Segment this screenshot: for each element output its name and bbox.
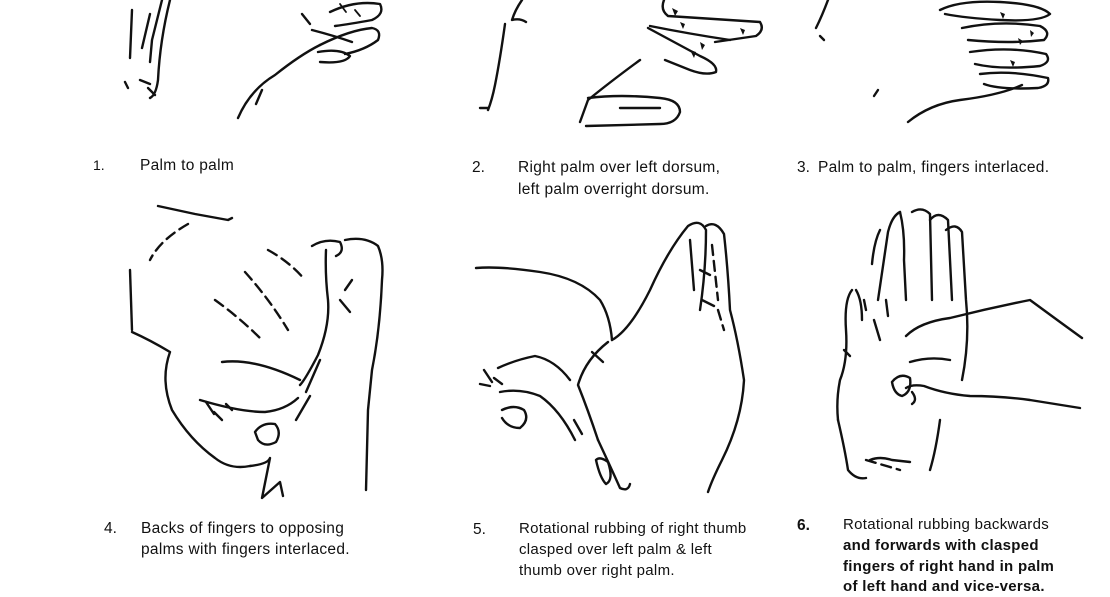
figure-1-palm-to-palm-illustration <box>123 0 383 120</box>
step-2-number: 2. <box>472 159 485 176</box>
step-4-text-line-1: Backs of fingers to opposing <box>141 520 345 537</box>
step-6-number: 6. <box>797 517 810 534</box>
step-6-text-line-3: fingers of right hand in palm <box>843 558 1055 575</box>
step-2-text-line-2: left palm overright dorsum. <box>518 181 710 198</box>
step-5-text-line-1: Rotational rubbing of right thumb <box>519 520 747 537</box>
step-2-text-line-1: Right palm over left dorsum, <box>518 159 721 176</box>
step-3-text-line-1: Palm to palm, fingers interlaced. <box>818 159 1050 176</box>
step-6-text-line-4: of left hand and vice-versa. <box>843 578 1045 595</box>
step-5-text-line-2: clasped over left palm & left <box>519 541 712 558</box>
step-1-number: 1. <box>93 157 105 173</box>
figure-5-rotational-thumb-illustration <box>474 221 746 494</box>
figure-3-fingers-interlaced-illustration <box>814 0 1052 124</box>
figure-4-backs-of-fingers-illustration <box>128 204 384 500</box>
step-3-number: 3. <box>797 159 810 176</box>
step-4-text-line-2: palms with fingers interlaced. <box>141 541 350 558</box>
step-6-text-line-2: and forwards with clasped <box>843 537 1039 554</box>
figure-2-palm-over-dorsum-illustration <box>478 0 763 128</box>
step-1-text-line-1: Palm to palm <box>140 157 235 174</box>
step-5-number: 5. <box>473 521 486 538</box>
step-4-number: 4. <box>104 520 117 537</box>
figure-6-fingertips-in-palm-illustration <box>836 208 1084 480</box>
step-5-text-line-3: thumb over right palm. <box>519 562 675 579</box>
step-6-text-line-1: Rotational rubbing backwards <box>843 516 1050 533</box>
